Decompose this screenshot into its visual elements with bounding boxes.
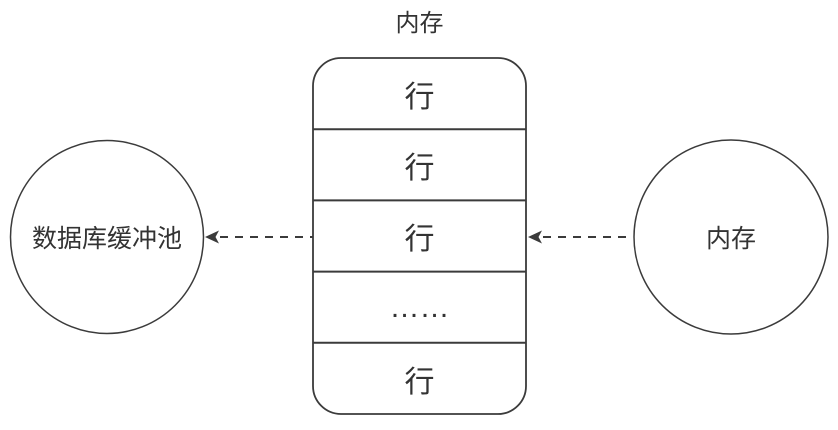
- arrow-block-to-buffer-pool-head: [205, 230, 219, 244]
- memory-block-row-2: 行: [404, 151, 435, 185]
- memory-block-row-5: 行: [404, 365, 435, 399]
- buffer-pool-label: 数据库缓冲池: [31, 225, 182, 253]
- memory-circle-label: 内存: [705, 225, 756, 253]
- memory-block-row-3: 行: [404, 222, 435, 256]
- memory-block-row-1: 行: [404, 80, 435, 114]
- memory-block-title: 内存: [395, 10, 444, 37]
- memory-block-row-ellipsis: ……: [389, 290, 450, 324]
- arrow-memory-to-block: [528, 230, 633, 244]
- buffer-pool-circle-shape: [9, 139, 205, 335]
- memory-circle-shape: [633, 139, 829, 335]
- arrow-memory-to-block-head: [528, 230, 542, 244]
- arrow-block-to-buffer-pool: [205, 230, 313, 244]
